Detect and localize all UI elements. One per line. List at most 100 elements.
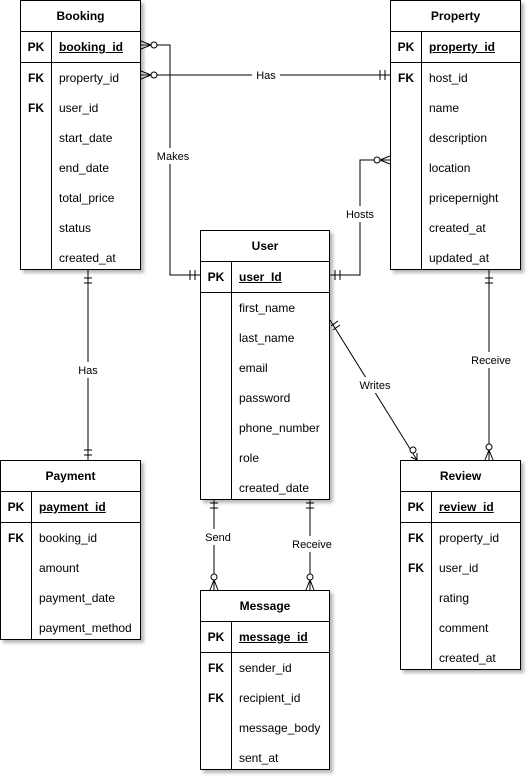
field-name: rating: [439, 591, 470, 605]
key-marker: FK: [208, 691, 224, 705]
field-row: description: [391, 123, 520, 153]
field-name: booking_id: [59, 40, 123, 54]
field-row: role: [201, 443, 329, 473]
field-row: FK property_id: [401, 523, 520, 553]
field-name: password: [239, 391, 291, 405]
field-name: name: [429, 101, 460, 115]
field-row: FK sender_id: [201, 653, 329, 683]
rel-label-has-property: Has: [256, 70, 276, 82]
field-name: location: [429, 161, 471, 175]
key-marker: PK: [27, 40, 45, 54]
field-name: last_name: [239, 331, 295, 345]
field-row: payment_method: [1, 613, 140, 643]
primary-key-row: PK property_id: [391, 32, 520, 63]
marker-zero-many: [140, 40, 158, 50]
field-name: pricepernight: [429, 191, 499, 205]
field-name: total_price: [59, 191, 115, 205]
key-marker: PK: [397, 40, 415, 54]
field-name: recipient_id: [239, 691, 301, 705]
field-name: property_id: [59, 71, 120, 85]
entity-title: User: [201, 231, 329, 262]
field-name: updated_at: [429, 251, 490, 265]
field-name: phone_number: [239, 421, 320, 435]
field-name: created_at: [429, 221, 486, 235]
marker-zero-many: [305, 573, 315, 591]
key-marker: FK: [408, 531, 424, 545]
primary-key-row: PK booking_id: [21, 32, 140, 63]
rel-label-has-payment: Has: [78, 365, 98, 377]
field-row: start_date: [21, 123, 140, 153]
key-marker: PK: [207, 630, 225, 644]
marker-zero-many: [140, 70, 158, 80]
field-name: booking_id: [39, 531, 98, 545]
rel-label-makes: Makes: [157, 151, 190, 163]
key-marker: PK: [7, 500, 25, 514]
field-row: last_name: [201, 323, 329, 353]
rel-label-receive-message: Receive: [292, 539, 332, 551]
field-name: description: [429, 131, 488, 145]
key-marker: FK: [8, 531, 24, 545]
field-name: email: [239, 361, 268, 375]
field-name: user_id: [439, 561, 479, 575]
field-name: message_id: [239, 630, 308, 644]
field-name: sender_id: [239, 661, 292, 675]
marker-zero-many: [484, 443, 494, 461]
entity-title: Review: [401, 461, 520, 492]
field-row: email: [201, 353, 329, 383]
field-row: payment_date: [1, 583, 140, 613]
rel-label-send: Send: [205, 532, 231, 544]
key-marker: PK: [207, 270, 225, 284]
field-row: rating: [401, 583, 520, 613]
field-name: message_body: [239, 721, 321, 735]
field-row: updated_at: [391, 243, 520, 273]
field-row: amount: [1, 553, 140, 583]
field-name: review_id: [439, 500, 494, 514]
field-name: payment_date: [39, 591, 116, 605]
field-row: comment: [401, 613, 520, 643]
field-row: first_name: [201, 293, 329, 323]
field-name: host_id: [429, 71, 468, 85]
marker-one-one: [189, 270, 196, 280]
field-row: message_body: [201, 713, 329, 743]
field-row: FK booking_id: [1, 523, 140, 553]
field-name: payment_id: [39, 500, 106, 514]
field-name: first_name: [239, 301, 296, 315]
marker-one-one: [330, 320, 341, 331]
entity-title: Property: [391, 1, 520, 32]
field-name: payment_method: [39, 621, 132, 635]
entity-title: Message: [201, 591, 329, 622]
primary-key-row: PK payment_id: [1, 492, 140, 523]
field-row: end_date: [21, 153, 140, 183]
key-marker: FK: [28, 71, 44, 85]
field-name: property_id: [429, 40, 496, 54]
marker-zero-many: [373, 155, 391, 165]
marker-one-one: [210, 502, 218, 509]
primary-key-row: PK message_id: [201, 622, 329, 653]
entity-message: Message PK message_id FK sender_id FK reci…: [200, 590, 330, 770]
field-name: user_Id: [239, 270, 282, 284]
field-row: name: [391, 93, 520, 123]
field-row: FK recipient_id: [201, 683, 329, 713]
key-marker: FK: [28, 101, 44, 115]
field-row: created_at: [401, 643, 520, 673]
entity-title: Booking: [21, 1, 140, 32]
primary-key-row: PK user_Id: [201, 262, 329, 293]
primary-key-row: PK review_id: [401, 492, 520, 523]
entity-user: User PK user_Id first_name last_name ema…: [200, 230, 330, 500]
field-row: pricepernight: [391, 183, 520, 213]
field-row: phone_number: [201, 413, 329, 443]
key-marker: FK: [208, 661, 224, 675]
field-name: created_date: [239, 481, 310, 495]
field-name: property_id: [439, 531, 500, 545]
marker-one-one: [485, 277, 493, 284]
marker-one-one: [84, 277, 92, 284]
field-row: password: [201, 383, 329, 413]
rel-label-writes: Writes: [360, 380, 391, 392]
